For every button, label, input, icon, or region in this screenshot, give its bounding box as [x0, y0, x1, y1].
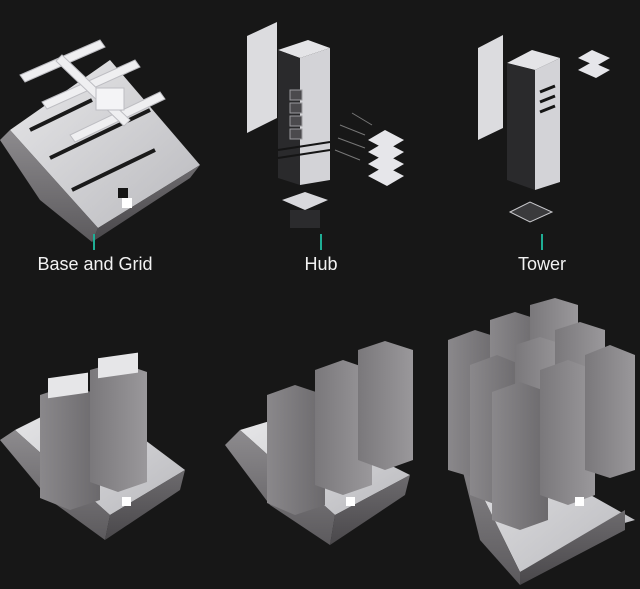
assembly-9-towers-illustration — [448, 298, 635, 585]
brand-logo-icon — [122, 198, 132, 208]
callout-tick-base-and-grid — [93, 234, 95, 250]
brand-logo-icon — [122, 497, 131, 506]
connector-block — [118, 188, 128, 198]
assembly-2-towers-illustration — [0, 352, 185, 540]
side-panel — [247, 22, 277, 133]
assembly-3-towers-illustration — [225, 341, 413, 545]
hub-illustration — [247, 22, 404, 228]
label-tower: Tower — [517, 254, 566, 274]
base-and-grid-illustration — [0, 39, 200, 242]
brand-logo-icon — [575, 497, 584, 506]
side-panel — [478, 35, 503, 140]
tower-illustration — [478, 35, 610, 223]
label-hub: Hub — [304, 254, 338, 274]
brand-logo-icon — [346, 497, 355, 506]
callout-tick-hub — [320, 234, 322, 250]
label-base-and-grid: Base and Grid — [37, 254, 153, 274]
callout-tick-tower — [541, 234, 543, 250]
